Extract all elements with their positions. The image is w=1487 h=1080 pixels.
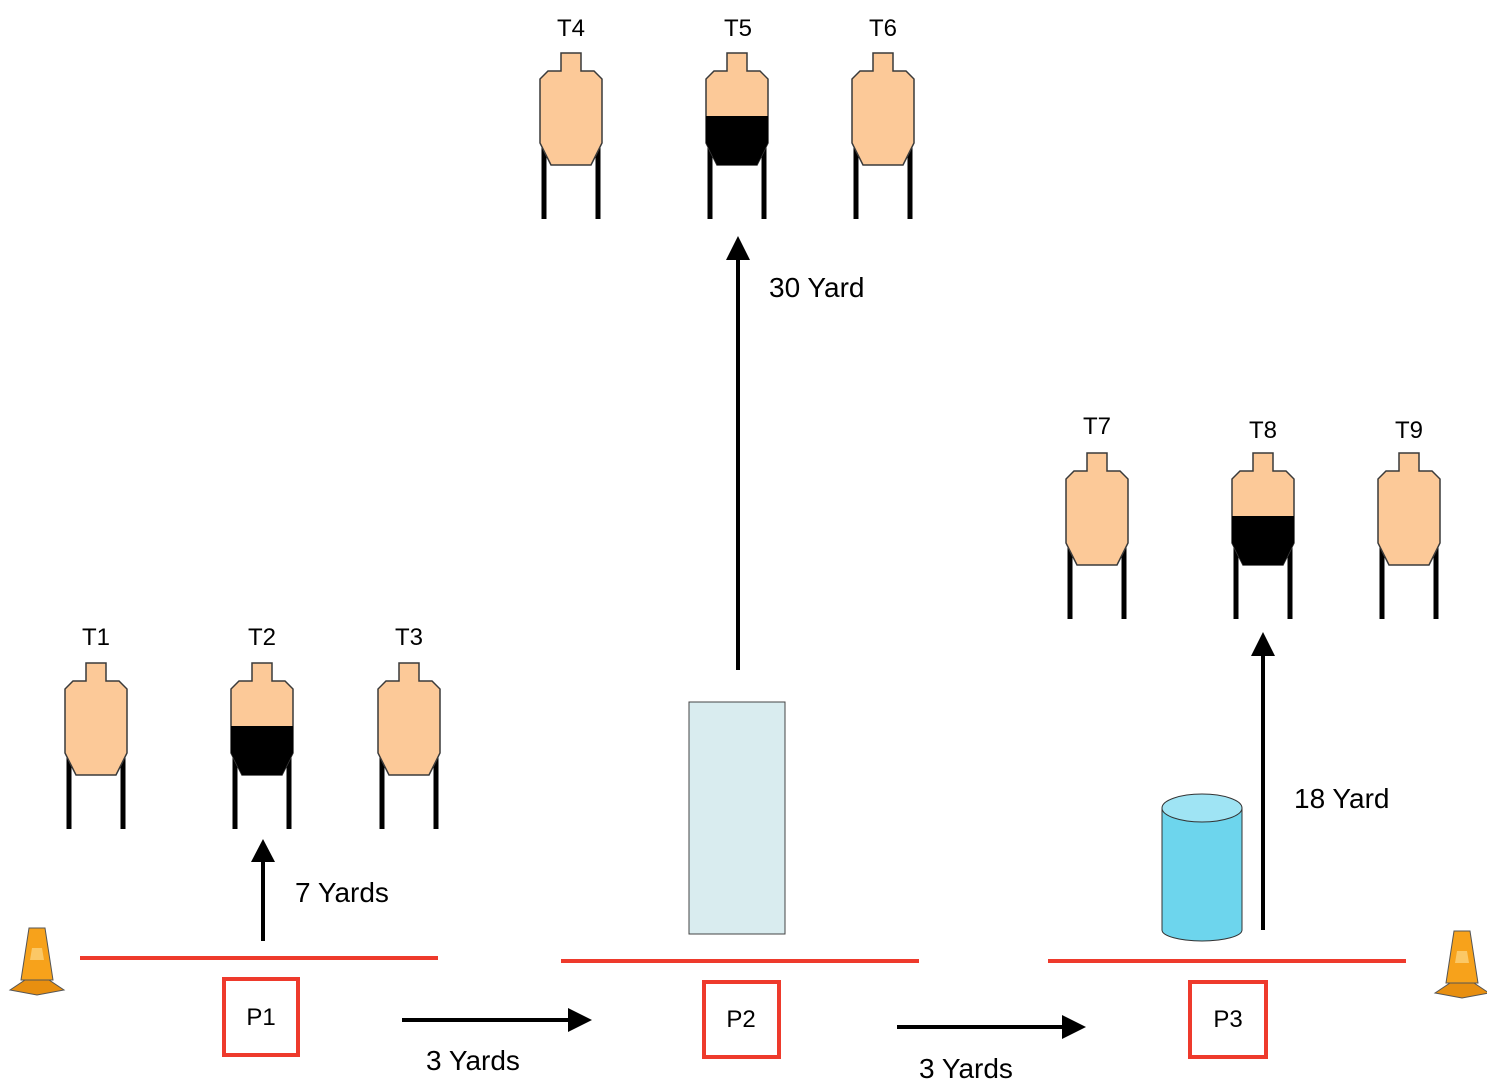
target-t9: [1377, 452, 1441, 619]
traffic-cone-icon: [1433, 930, 1487, 999]
target-t3: [377, 662, 441, 829]
targets-layer: [64, 52, 1441, 829]
target-label-t2: T2: [248, 624, 276, 651]
arrow-p2-to-targets: [726, 236, 750, 670]
arrow-p3-to-targets: [1251, 632, 1275, 930]
target-t1: [64, 662, 128, 829]
position-label-p1: P1: [246, 1004, 275, 1031]
target-label-t6: T6: [869, 15, 897, 42]
no-shoot-area: [231, 726, 293, 775]
distance-label-p3-targets: 18 Yard: [1294, 783, 1389, 814]
distance-label-p2-targets: 30 Yard: [769, 272, 864, 303]
target-label-t4: T4: [557, 15, 585, 42]
position-box-p1: [222, 977, 300, 1057]
target-label-t3: T3: [395, 624, 423, 651]
distance-label-p2-p3: 3 Yards: [919, 1053, 1013, 1080]
position-label-p2: P2: [726, 1006, 755, 1033]
target-t2: [230, 662, 294, 829]
barricade: [688, 701, 786, 935]
position-label-p3: P3: [1213, 1006, 1242, 1033]
arrow-p1-to-p2: [402, 1008, 592, 1032]
target-t4: [539, 52, 603, 219]
distance-label-p1-targets: 7 Yards: [295, 877, 389, 908]
target-label-t8: T8: [1249, 417, 1277, 444]
fault-lines: [80, 956, 1406, 963]
target-label-t1: T1: [82, 624, 110, 651]
arrows: [251, 236, 1275, 1039]
distance-label-p1-p2: 3 Yards: [426, 1045, 520, 1076]
position-box-p2: [702, 980, 781, 1059]
barrel: [1161, 793, 1243, 942]
traffic-cone-icon: [8, 927, 66, 996]
target-label-t9: T9: [1395, 417, 1423, 444]
distance-labels: 7 Yards 30 Yard 18 Yard 3 Yards 3 Yards: [295, 272, 1389, 1080]
target-labels: T1 T2 T3 T4 T5 T6 T7 T8 T9: [82, 15, 1423, 651]
target-t5: [705, 52, 769, 219]
target-label-t5: T5: [724, 15, 752, 42]
target-t7: [1065, 452, 1129, 619]
target-t8: [1231, 452, 1295, 619]
no-shoot-area: [706, 116, 768, 165]
arrow-p2-to-p3: [897, 1015, 1086, 1039]
target-t6: [851, 52, 915, 219]
position-boxes: P1 P2 P3: [222, 977, 1268, 1059]
target-label-t7: T7: [1083, 413, 1111, 440]
position-box-p3: [1188, 980, 1268, 1059]
no-shoot-area: [1232, 516, 1294, 565]
arrow-p1-to-targets: [251, 839, 275, 941]
